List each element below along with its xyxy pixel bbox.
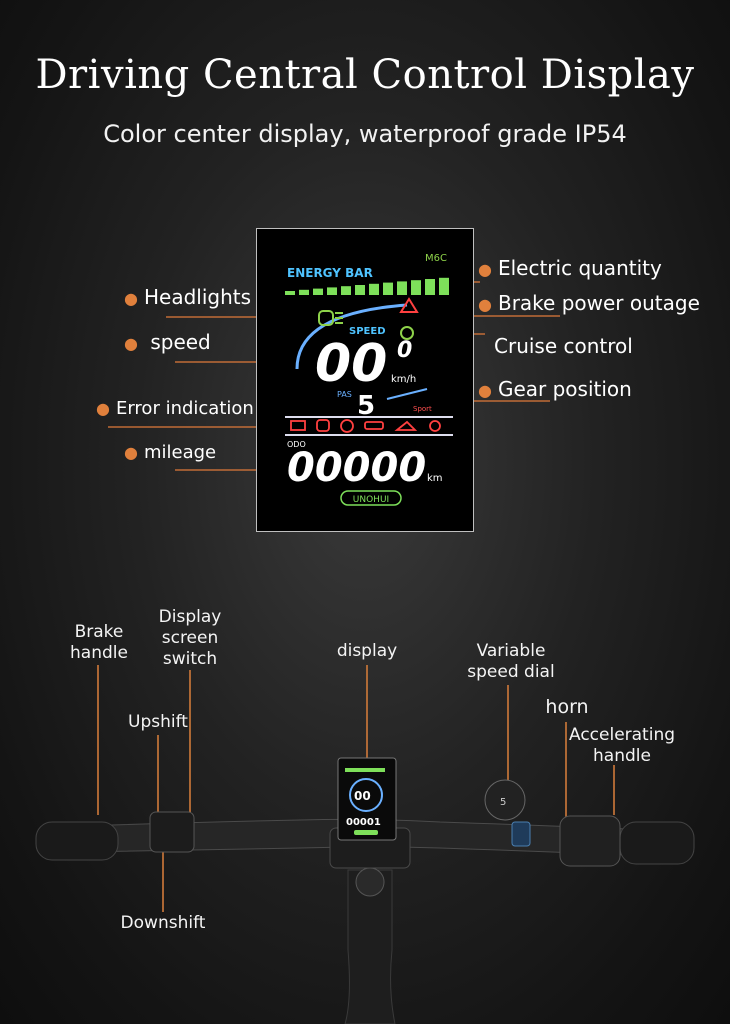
energy-segment [383, 282, 393, 295]
brake-warning-icon [399, 297, 419, 313]
brand-badge: UNOHUI [353, 495, 389, 505]
label-downshift: Downshift [120, 913, 206, 933]
speed-arc-tail [386, 388, 428, 400]
callout-headlights: ●Headlights [124, 285, 252, 309]
label-upshift: Upshift [128, 712, 188, 732]
energy-segment [397, 281, 407, 295]
energy-segment [439, 277, 449, 295]
callout-cruise-control: Cruise control [494, 334, 633, 358]
mileage-digits: 00000 [287, 445, 426, 491]
odo-label: ODO [287, 440, 306, 449]
callout-speed: ● speed [124, 330, 211, 354]
dial-gear: 5 [500, 797, 506, 808]
error-icons-row [290, 419, 441, 433]
speed-decimal: 0 [397, 338, 412, 363]
energy-segment [327, 287, 337, 295]
energy-segment [285, 291, 295, 295]
energy-segment [411, 280, 421, 295]
callout-electric-quantity: ●Electric quantity [478, 256, 662, 280]
energy-segment [313, 288, 323, 295]
cruise-control-icon [400, 326, 414, 340]
energy-bar-gauge [285, 277, 449, 295]
energy-segment [299, 289, 309, 295]
label-brake-handle: Brake handle [70, 622, 128, 663]
speed-label: SPEED [349, 326, 386, 337]
pas-label: PAS [337, 390, 352, 399]
gear-number: 5 [357, 391, 375, 421]
callout-error-indication: ●Error indication [96, 398, 254, 419]
speed-digits: 00 [315, 334, 387, 394]
headlight-icon [318, 310, 343, 326]
lcd-display: M6C ENERGY BAR SPEED 00 0 km/h PAS 5 Spo… [256, 228, 474, 532]
energy-bar-label: ENERGY BAR [287, 266, 373, 280]
mini-mileage: 00001 [346, 817, 381, 828]
label-variable-speed-dial: Variable speed dial [467, 641, 555, 682]
page-subtitle: Color center display, waterproof grade I… [103, 120, 627, 148]
energy-segment [425, 279, 435, 295]
energy-segment [369, 283, 379, 295]
mileage-unit: km [427, 473, 443, 484]
callout-brake-power-outage: ●Brake power outage [478, 291, 700, 315]
page-title: Driving Central Control Display [35, 52, 695, 98]
label-display-screen-switch: Display screen switch [158, 607, 222, 669]
energy-segment [355, 285, 365, 295]
label-accelerating-handle: Accelerating handle [568, 725, 676, 766]
callout-gear-position: ●Gear position [478, 377, 632, 401]
energy-segment [341, 286, 351, 295]
label-horn: horn [545, 696, 589, 718]
label-display: display [336, 641, 398, 661]
callout-mileage: ●mileage [124, 442, 217, 463]
speed-unit: km/h [391, 374, 416, 385]
sport-label: Sport [413, 405, 432, 413]
mini-speed: 00 [354, 789, 371, 803]
model-label: M6C [425, 253, 447, 264]
